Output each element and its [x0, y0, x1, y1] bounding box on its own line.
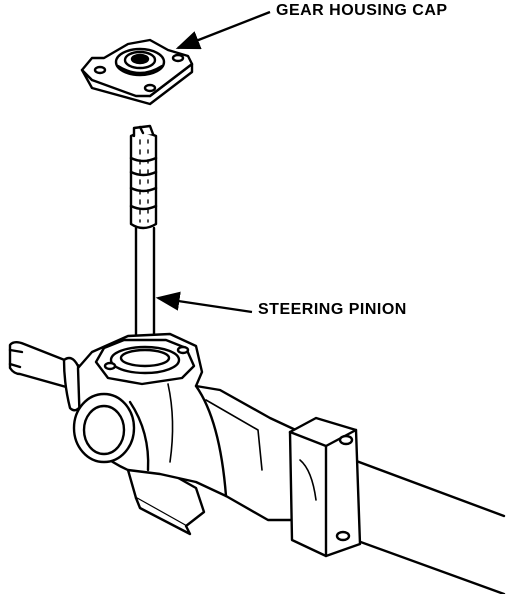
- rack-tube-left: [8, 341, 92, 412]
- pinion-leader-arrow: [155, 291, 253, 314]
- gear-housing-cap: [80, 38, 194, 106]
- rack-tube-right: [288, 416, 506, 594]
- gear-housing: [72, 332, 302, 536]
- steering-pinion-label: STEERING PINION: [258, 301, 407, 318]
- steering-pinion: [129, 124, 158, 358]
- gear-housing-cap-label: GEAR HOUSING CAP: [276, 2, 448, 19]
- cap-leader-arrow: [175, 10, 271, 50]
